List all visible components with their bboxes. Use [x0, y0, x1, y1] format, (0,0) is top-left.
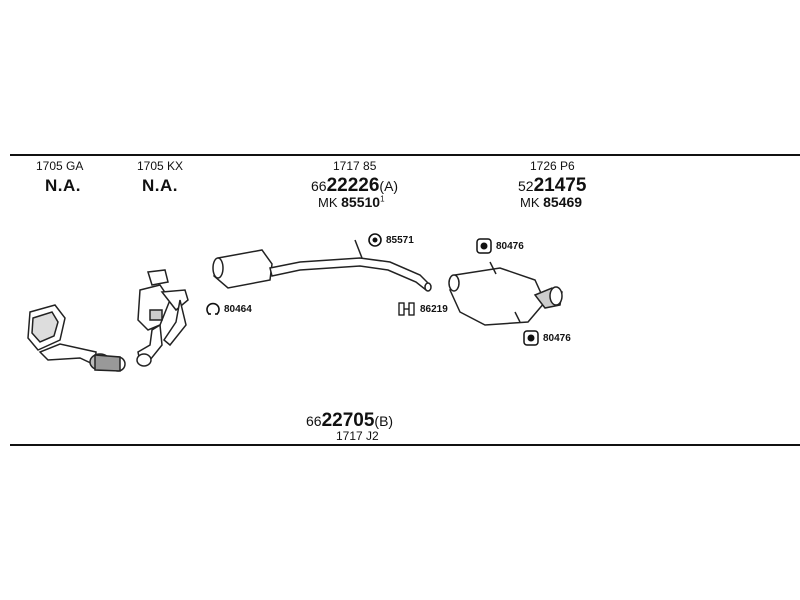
clamp-80464-tag: 80464 — [205, 302, 252, 316]
col3-mk-number: 85510 — [341, 194, 381, 210]
col3-mk-note: 1 — [380, 194, 385, 204]
clamp-80464-label: 80464 — [224, 303, 252, 315]
clamp-85571-label: 85571 — [386, 234, 414, 246]
down-pipe-2-icon — [136, 269, 189, 367]
col1-part: N.A. — [45, 176, 81, 195]
col4-mk: MK 85469 — [520, 195, 582, 209]
bottom-code: 1717 J2 — [336, 429, 379, 443]
col3-suffix: (A) — [379, 178, 399, 194]
bottom-prefix: 66 — [306, 413, 322, 429]
col3-part-number: 6622226(A) — [311, 176, 398, 195]
col4-number: 21475 — [533, 175, 587, 196]
col3-code: 1717 85 — [333, 159, 377, 173]
col3-number: 22226 — [326, 175, 380, 196]
hanger-icon — [398, 302, 415, 316]
col4-code: 1726 P6 — [530, 159, 575, 173]
bottom-suffix: (B) — [374, 413, 394, 429]
rubber-mount-icon — [523, 330, 539, 346]
bottom-number: 22705 — [321, 410, 375, 431]
bottom-part-number: 6622705(B) — [306, 411, 393, 430]
col3-mk: MK 855101 — [318, 195, 385, 209]
col4-part-number: 5221475 — [518, 176, 586, 195]
hanger-86219-label: 86219 — [420, 303, 448, 315]
col4-mk-label: MK — [520, 195, 540, 210]
bottom-rule — [10, 444, 800, 446]
catalytic-converter-1-icon — [27, 304, 126, 372]
col1-code: 1705 GA — [36, 159, 84, 173]
ring-clamp-icon — [206, 302, 220, 315]
clamp-icon — [368, 233, 382, 247]
hanger-86219-tag: 86219 — [397, 300, 448, 318]
mount-80476-bottom-label: 80476 — [543, 332, 571, 344]
mount-80476-top-label: 80476 — [496, 240, 524, 252]
clamp-85571-tag: 85571 — [367, 233, 414, 247]
front-muffler-icon — [212, 239, 432, 292]
mount-80476-bottom-tag: 80476 — [522, 329, 571, 347]
col2-part: N.A. — [142, 176, 178, 195]
top-rule — [10, 154, 800, 156]
mount-80476-top-tag: 80476 — [475, 237, 524, 255]
col2-code: 1705 KX — [137, 159, 184, 173]
col4-mk-number: 85469 — [543, 194, 583, 210]
col4-prefix: 52 — [518, 178, 534, 194]
col3-mk-label: MK — [318, 195, 338, 210]
col3-prefix: 66 — [311, 178, 327, 194]
rubber-mount-icon — [476, 238, 492, 254]
rear-muffler-icon — [448, 261, 563, 326]
